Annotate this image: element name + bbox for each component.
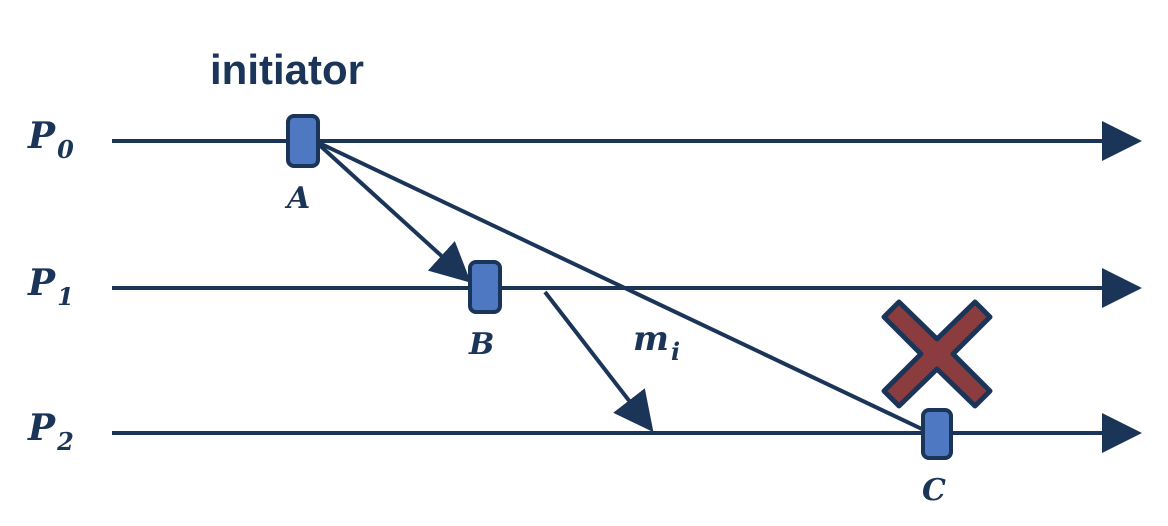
svg-text:P2: P2	[27, 407, 74, 456]
message-b-to-p2	[543, 290, 654, 433]
event-c-label: C	[922, 473, 946, 508]
event-c-marker	[921, 408, 953, 460]
process-label-p2: P2	[27, 407, 74, 456]
svg-text:P0: P0	[27, 115, 74, 164]
initiator-label: initiator	[210, 46, 364, 93]
message-a-to-b	[313, 139, 471, 283]
event-b-marker	[468, 260, 502, 314]
message-mi-label: mi	[633, 319, 680, 366]
message-mi-a-to-c	[314, 139, 925, 432]
event-b-label: B	[468, 327, 494, 362]
x-mark-icon	[881, 299, 993, 409]
event-a-marker	[286, 114, 320, 168]
event-a-label: A	[284, 181, 310, 216]
process-label-p1: P1	[27, 262, 74, 311]
process-label-p0: P0	[27, 115, 74, 164]
svg-text:P1: P1	[27, 262, 74, 311]
